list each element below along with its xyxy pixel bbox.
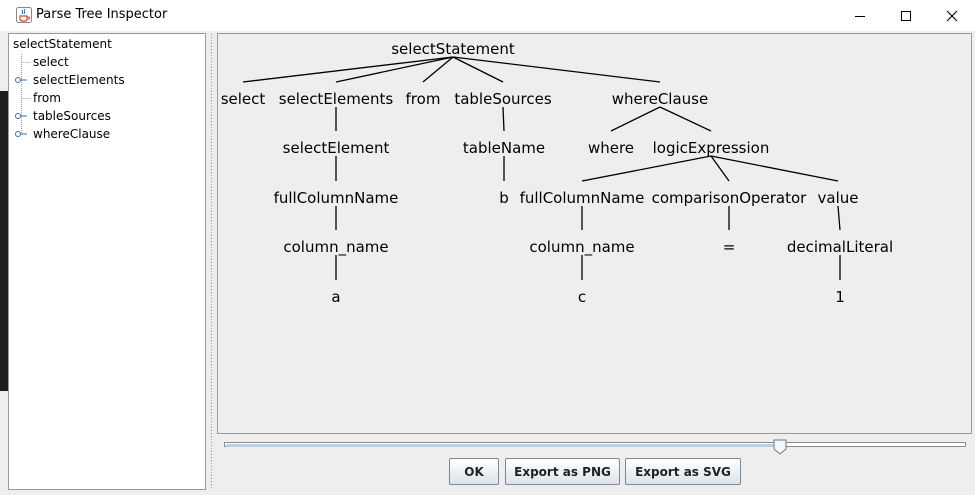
export-svg-button[interactable]: Export as SVG [625,458,741,485]
java-cup-icon [16,7,32,23]
tree-node-n7[interactable]: fullColumnName [274,189,399,207]
tree-edge-n0-n3 [422,56,454,83]
tree-edge-n13-n14 [581,155,712,182]
tree-node-n3[interactable]: from [406,90,441,108]
tree-item-whereClause[interactable]: whereClause [33,127,111,141]
zoom-slider[interactable] [224,439,966,455]
tree-node-n21[interactable]: 1 [835,288,845,306]
slider-fill [226,444,781,447]
tree-edge-n0-n5 [452,56,661,83]
maximize-icon [901,10,911,21]
tree-edge-n16-n20 [837,205,841,231]
close-button[interactable] [929,0,975,31]
tree-node-n4[interactable]: tableSources [454,90,552,108]
window-body: selectStatement select selectElements fr… [0,31,975,495]
maximize-button[interactable] [883,0,929,31]
export-png-button[interactable]: Export as PNG [505,458,620,485]
tree-panel[interactable]: selectStatement select selectElements fr… [8,33,206,490]
tree-node-n16[interactable]: value [818,189,859,207]
expand-handle-icon[interactable] [15,111,29,121]
tree-node-n15[interactable]: comparisonOperator [652,189,808,207]
tree-node-n10[interactable]: tableName [463,139,545,157]
minimize-icon [855,15,865,17]
expand-handle-icon[interactable] [15,75,29,85]
tree-node-n18[interactable]: c [578,288,586,306]
tree-node-n0[interactable]: selectStatement [391,40,515,58]
tree-node-n8[interactable]: column_name [283,238,388,257]
tree-node-n11[interactable]: b [499,189,509,207]
tree-node-n17[interactable]: column_name [529,238,634,257]
tree-item-from[interactable]: from [33,91,61,105]
ok-button[interactable]: OK [449,458,499,485]
tree-edge-n5-n13 [659,106,712,132]
slider-thumb-icon[interactable] [773,439,787,455]
tree-edge-n0-n4 [452,56,504,83]
tree-guides [21,54,31,134]
tree-edge-n4-n10 [502,106,505,132]
tree-node-n19[interactable]: = [723,238,736,256]
title-bar[interactable]: Parse Tree Inspector [0,0,975,31]
tree-edge-n0-n1 [242,56,454,83]
split-pane-divider[interactable] [208,33,215,490]
tree-node-n2[interactable]: selectElements [279,90,394,108]
tree-item-root[interactable]: selectStatement [13,37,112,51]
tree-node-n12[interactable]: where [588,139,634,157]
tree-node-n14[interactable]: fullColumnName [520,189,645,207]
tree-node-n13[interactable]: logicExpression [653,139,770,157]
tree-edge-n13-n16 [710,155,839,182]
tree-item-tableSources[interactable]: tableSources [33,109,111,123]
tree-node-n1[interactable]: select [221,90,266,108]
tree-item-selectElements[interactable]: selectElements [33,73,125,87]
tree-edge-n13-n15 [710,155,730,182]
background-window-edge [0,91,8,391]
window-title: Parse Tree Inspector [36,7,168,22]
expand-handle-icon[interactable] [15,129,29,139]
close-icon [946,10,958,21]
tree-edge-n5-n12 [610,106,661,132]
tree-node-n9[interactable]: a [331,288,340,306]
tree-edge-n0-n2 [335,56,454,83]
minimize-button[interactable] [837,0,883,31]
tree-node-n6[interactable]: selectElement [283,139,390,157]
tree-node-n20[interactable]: decimalLiteral [787,238,893,256]
slider-track[interactable] [224,442,966,447]
splitter-grip-icon [210,33,213,490]
tree-item-select[interactable]: select [33,55,69,69]
tree-node-n5[interactable]: whereClause [612,90,708,108]
